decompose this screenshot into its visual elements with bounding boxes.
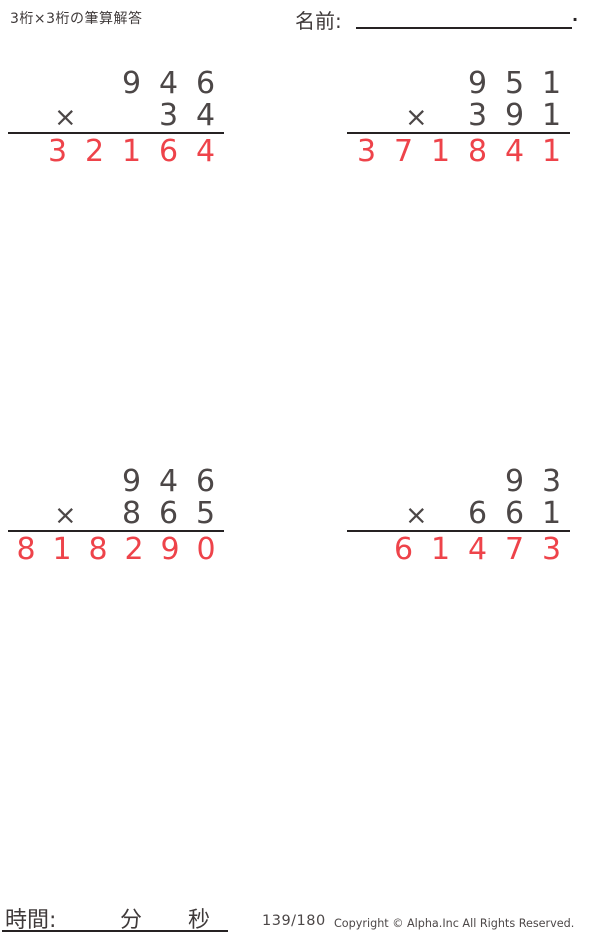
product-digit: 3 [356,134,377,169]
product-digit: 1 [52,532,72,567]
multiply-sign: × [405,102,428,133]
digit: 6 [504,496,525,531]
product-digit: 4 [504,134,525,169]
digit: 5 [195,496,216,531]
name-line-period: . [572,6,579,25]
digit: 9 [467,66,488,101]
name-label: 名前: [295,9,342,33]
digit: 4 [158,464,179,499]
multiply-sign: × [54,500,77,531]
answer-rule-line [8,132,224,134]
digit: 6 [467,496,488,531]
answer-rule-line [347,132,570,134]
product-digit: 4 [195,134,216,169]
digit: 1 [541,66,562,101]
time-entry-line [2,930,228,932]
digit: 6 [195,66,216,101]
answer-rule-line [8,530,224,532]
product-digit: 8 [16,532,36,567]
name-entry-line [356,27,572,29]
digit: 9 [121,464,142,499]
multiply-sign: × [54,102,77,133]
page-title: 3桁×3桁の筆算解答 [10,11,143,27]
product-digit: 4 [467,532,488,567]
product-digit: 1 [121,134,142,169]
product-digit: 1 [541,134,562,169]
product-digit: 8 [467,134,488,169]
product-digit: 9 [160,532,180,567]
minutes-label: 分 [120,908,143,933]
digit: 9 [504,98,525,133]
digit: 8 [121,496,142,531]
digit: 1 [541,98,562,133]
digit: 1 [541,496,562,531]
page-indicator: 139/180 [262,913,326,929]
digit: 4 [158,66,179,101]
digit: 3 [158,98,179,133]
digit: 6 [195,464,216,499]
seconds-label: 秒 [188,908,211,933]
digit: 4 [195,98,216,133]
product-digit: 7 [504,532,525,567]
product-digit: 2 [84,134,105,169]
product-digit: 3 [541,532,562,567]
product-digit: 6 [393,532,414,567]
product-digit: 1 [430,134,451,169]
product-digit: 0 [196,532,216,567]
digit: 3 [541,464,562,499]
time-label: 時間: [5,908,57,933]
product-digit: 1 [430,532,451,567]
answer-rule-line [347,530,570,532]
product-digit: 2 [124,532,144,567]
product-digit: 3 [47,134,68,169]
digit: 6 [158,496,179,531]
digit: 9 [504,464,525,499]
digit: 9 [121,66,142,101]
digit: 3 [467,98,488,133]
multiply-sign: × [405,500,428,531]
copyright-notice: Copyright © Alpha.Inc All Rights Reserve… [334,917,575,930]
digit: 5 [504,66,525,101]
product-digit: 7 [393,134,414,169]
product-digit: 8 [88,532,108,567]
product-digit: 6 [158,134,179,169]
